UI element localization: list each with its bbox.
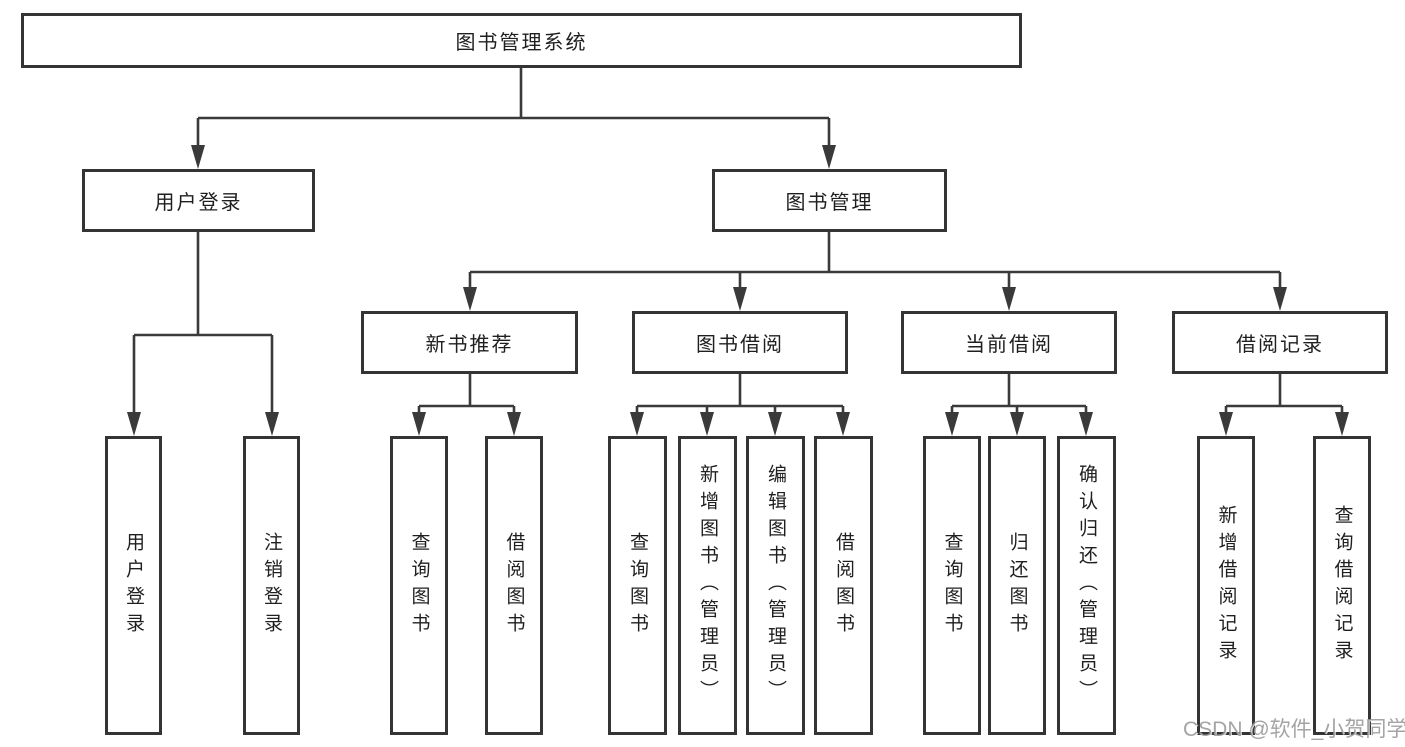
node-current-borrow: 当前借阅 — [901, 311, 1117, 374]
connector-newbooks-to-leaves — [417, 374, 516, 416]
arrow-down-icon — [700, 412, 714, 436]
arrow-down-icon — [127, 412, 141, 436]
leaf-label: 借阅图书 — [833, 531, 854, 640]
leaf-current-return-book: 归还图书 — [988, 436, 1046, 735]
leaf-label: 新增图书（管理员） — [697, 464, 718, 707]
connector-currentborrow-to-leaves — [950, 374, 1088, 416]
connector-userlogin-to-leaves — [132, 232, 274, 416]
node-book-borrow: 图书借阅 — [632, 311, 848, 374]
leaf-borrow-borrow-book: 借阅图书 — [814, 436, 873, 735]
leaf-borrow-edit-book-admin: 编辑图书（管理员） — [746, 436, 805, 735]
node-label: 新书推荐 — [425, 334, 514, 356]
arrow-down-icon — [945, 412, 959, 436]
node-new-book-recommend: 新书推荐 — [361, 311, 578, 374]
leaf-current-query-book: 查询图书 — [923, 436, 981, 735]
leaf-label: 借阅图书 — [503, 531, 525, 640]
leaf-borrow-add-book-admin: 新增图书（管理员） — [678, 436, 737, 735]
arrow-down-icon — [1010, 412, 1024, 436]
arrow-down-icon — [768, 412, 782, 436]
node-book-management: 图书管理 — [712, 169, 947, 232]
arrow-down-icon — [191, 145, 205, 169]
node-label: 图书管理 — [785, 192, 874, 214]
arrow-down-icon — [412, 412, 426, 436]
node-label: 借阅记录 — [1236, 334, 1324, 356]
leaf-label: 查询借阅记录 — [1331, 504, 1353, 667]
leaf-label: 查询图书 — [408, 531, 430, 640]
leaf-label: 新增借阅记录 — [1215, 504, 1237, 667]
leaf-label: 用户登录 — [123, 531, 144, 640]
arrow-down-icon — [1002, 287, 1016, 311]
connector-borrowrecords-to-leaves — [1224, 374, 1344, 416]
leaf-records-add-borrow-record: 新增借阅记录 — [1197, 436, 1255, 735]
leaf-current-confirm-return-admin: 确认归还（管理员） — [1057, 436, 1116, 735]
node-label: 图书借阅 — [696, 334, 784, 356]
leaf-borrow-query-book: 查询图书 — [608, 436, 667, 735]
connector-bookborrow-to-leaves — [635, 374, 845, 416]
node-label: 用户登录 — [154, 192, 243, 214]
leaf-label: 查询图书 — [627, 531, 648, 640]
connector-bookmgmt-to-level3 — [468, 232, 1282, 290]
arrow-down-icon — [822, 145, 836, 169]
leaf-newbooks-borrow-book: 借阅图书 — [485, 436, 543, 735]
arrow-down-icon — [733, 287, 747, 311]
arrow-down-icon — [1335, 412, 1349, 436]
leaf-label: 归还图书 — [1006, 531, 1028, 640]
arrow-down-icon — [1273, 287, 1287, 311]
arrow-down-icon — [463, 287, 477, 311]
node-root-system: 图书管理系统 — [21, 13, 1022, 68]
node-borrow-records: 借阅记录 — [1172, 311, 1388, 374]
leaf-records-query-borrow-record: 查询借阅记录 — [1313, 436, 1371, 735]
arrow-down-icon — [1079, 412, 1093, 436]
arrow-down-icon — [1219, 412, 1233, 436]
connector-root-to-level2 — [196, 67, 831, 150]
arrow-down-icon — [265, 412, 279, 436]
leaf-user-login: 用户登录 — [105, 436, 162, 735]
leaf-label: 查询图书 — [941, 531, 963, 640]
leaf-label: 确认归还（管理员） — [1076, 464, 1097, 707]
csdn-watermark: CSDN @软件_小贺同学 — [1183, 718, 1405, 741]
leaf-label: 编辑图书（管理员） — [765, 464, 786, 707]
node-label: 当前借阅 — [965, 334, 1053, 356]
leaf-newbooks-query-book: 查询图书 — [390, 436, 448, 735]
leaf-logout: 注销登录 — [243, 436, 300, 735]
leaf-label: 注销登录 — [261, 531, 282, 640]
arrow-down-icon — [836, 412, 850, 436]
arrow-down-icon — [630, 412, 644, 436]
node-user-login: 用户登录 — [82, 169, 315, 232]
node-label: 图书管理系统 — [455, 32, 588, 54]
arrow-down-icon — [507, 412, 521, 436]
arrowheads — [127, 145, 1349, 436]
